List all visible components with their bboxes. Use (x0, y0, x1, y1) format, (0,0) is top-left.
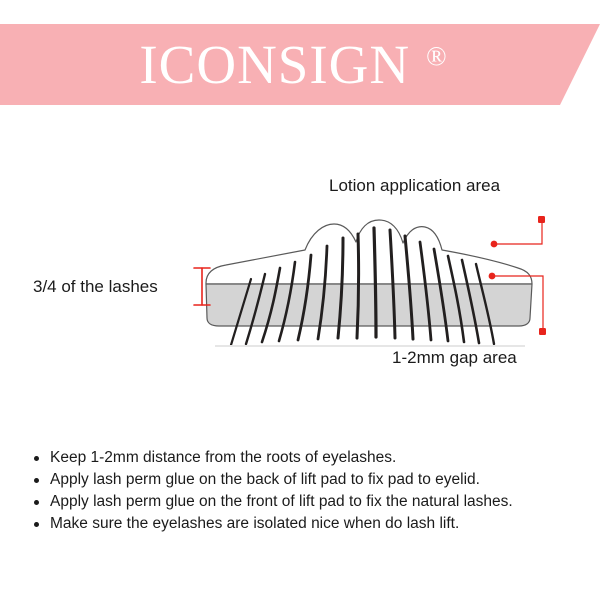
label-three-quarters-lashes: 3/4 of the lashes (33, 277, 158, 296)
list-item: Apply lash perm glue on the back of lift… (30, 469, 585, 491)
banner-background-shape (0, 24, 600, 105)
list-item: Make sure the eyelashes are isolated nic… (30, 513, 585, 535)
leader-line-gap-area (490, 275, 546, 335)
anchor-dot-lotion (490, 240, 498, 248)
diagram-svg (193, 216, 546, 347)
anchor-dot-gap (488, 272, 496, 280)
header-banner: ICONSIGN ® (0, 24, 600, 105)
instruction-list: Keep 1-2mm distance from the roots of ey… (30, 447, 585, 535)
lash-strokes (229, 226, 496, 347)
leader-line-lotion-area (492, 216, 545, 245)
brand-name-text: ICONSIGN (139, 34, 411, 95)
pad-upper-body (205, 219, 533, 285)
leader-dot-lotion (538, 216, 545, 223)
label-lotion-application-area: Lotion application area (329, 176, 501, 195)
brand-logo: ICONSIGN ® (0, 24, 600, 105)
label-gap-area: 1-2mm gap area (392, 348, 517, 367)
pad-lower-band (205, 283, 533, 327)
list-item: Apply lash perm glue on the front of lif… (30, 491, 585, 513)
lash-lift-pad-diagram (0, 150, 600, 400)
list-item: Keep 1-2mm distance from the roots of ey… (30, 447, 585, 469)
registered-trademark-icon: ® (426, 41, 447, 71)
leader-dot-gap (539, 328, 546, 335)
lash-measure-bracket (193, 267, 211, 306)
